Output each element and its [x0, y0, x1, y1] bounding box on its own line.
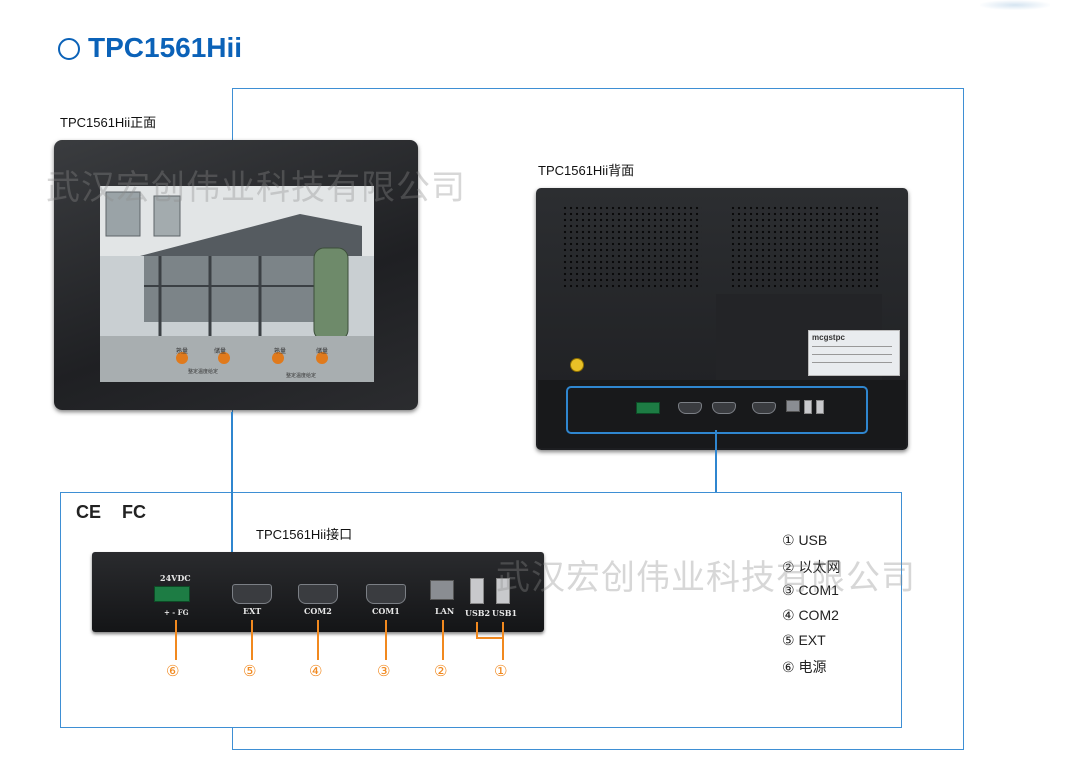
watermark-top: 武汉宏创伟业科技有限公司 — [46, 168, 466, 208]
fcc-mark-icon: FC — [122, 502, 146, 522]
legend-item-ext: ⑤ EXT — [782, 632, 826, 648]
usb2-label: USB2 — [465, 608, 491, 618]
watermark-bottom: 武汉宏创伟业科技有限公司 — [496, 558, 916, 598]
power-terminal — [154, 586, 190, 602]
back-db9-com1 — [752, 402, 776, 414]
screen-text-1: 熟量 — [176, 349, 189, 355]
callout-6: ⑥ — [166, 663, 180, 680]
ground-screw-icon — [570, 358, 584, 372]
callout-1: ① — [494, 663, 508, 680]
back-brand: mcgstpc — [812, 333, 845, 342]
back-power-terminal — [636, 402, 660, 414]
back-usb2-port — [804, 400, 812, 414]
power-label: 24VDC — [160, 573, 191, 583]
outer-frame — [232, 88, 964, 750]
interface-label: TPC1561Hii接口 — [256, 527, 353, 542]
screen-text-2: 储量 — [214, 349, 227, 355]
lan-port — [430, 580, 454, 600]
screen-text-4: 储量 — [316, 349, 329, 355]
back-db9-com2 — [712, 402, 736, 414]
com2-port — [298, 584, 338, 604]
front-screen — [100, 186, 374, 382]
usb2-port — [470, 578, 484, 604]
back-usb1-port — [816, 400, 824, 414]
screen-text-3: 熟量 — [274, 349, 287, 355]
callout-line-usb-join — [476, 637, 504, 639]
power-sub-label: + - FG — [164, 608, 189, 617]
vent-grille-right — [730, 205, 880, 289]
label-line — [812, 362, 892, 363]
usb1-label: USB1 — [492, 608, 518, 618]
callout-line-power — [175, 620, 177, 660]
vent-grille-left — [562, 205, 702, 289]
ext-port — [232, 584, 272, 604]
callout-line-lan — [442, 620, 444, 660]
callout-4: ④ — [309, 663, 323, 680]
title-bullet-icon — [58, 38, 80, 60]
com1-label: COM1 — [372, 606, 400, 616]
ce-mark-icon: CE — [76, 502, 102, 522]
lan-label: LAN — [435, 606, 455, 616]
front-label: TPC1561Hii正面 — [60, 115, 157, 130]
ext-label: EXT — [243, 606, 262, 616]
callout-line-com1 — [385, 620, 387, 660]
corner-logo-fragment — [980, 0, 1050, 10]
back-label: TPC1561Hii背面 — [538, 163, 635, 178]
com1-port — [366, 584, 406, 604]
callout-line-com2 — [317, 620, 319, 660]
back-db9-ext — [678, 402, 702, 414]
back-lan-port — [786, 400, 800, 412]
callout-line-usb2 — [476, 622, 478, 638]
legend-item-ethernet: ② 以太网 — [782, 559, 841, 575]
usb1-port — [496, 578, 510, 604]
screen-illustration — [100, 186, 374, 382]
legend-item-com2: ④ COM2 — [782, 607, 839, 623]
screen-text-5: 整定温度给定 — [188, 369, 219, 375]
legend-item-com1: ③ COM1 — [782, 582, 839, 598]
port-highlight-box — [566, 386, 868, 434]
screen-text-6: 整定温度给定 — [286, 373, 317, 379]
com2-label: COM2 — [304, 606, 332, 616]
back-port-strip — [538, 380, 906, 448]
callout-5: ⑤ — [243, 663, 257, 680]
legend-item-usb: ① USB — [782, 532, 828, 548]
front-connector-line — [231, 412, 233, 552]
back-spec-label — [808, 330, 900, 376]
page-title: TPC1561Hii — [88, 32, 243, 63]
callout-3: ③ — [377, 663, 391, 680]
callout-line-ext — [251, 620, 253, 660]
legend-item-power: ⑥ 电源 — [782, 659, 827, 675]
label-line — [812, 346, 892, 347]
callout-line-usb1 — [502, 622, 504, 660]
callout-2: ② — [434, 663, 448, 680]
label-line — [812, 354, 892, 355]
